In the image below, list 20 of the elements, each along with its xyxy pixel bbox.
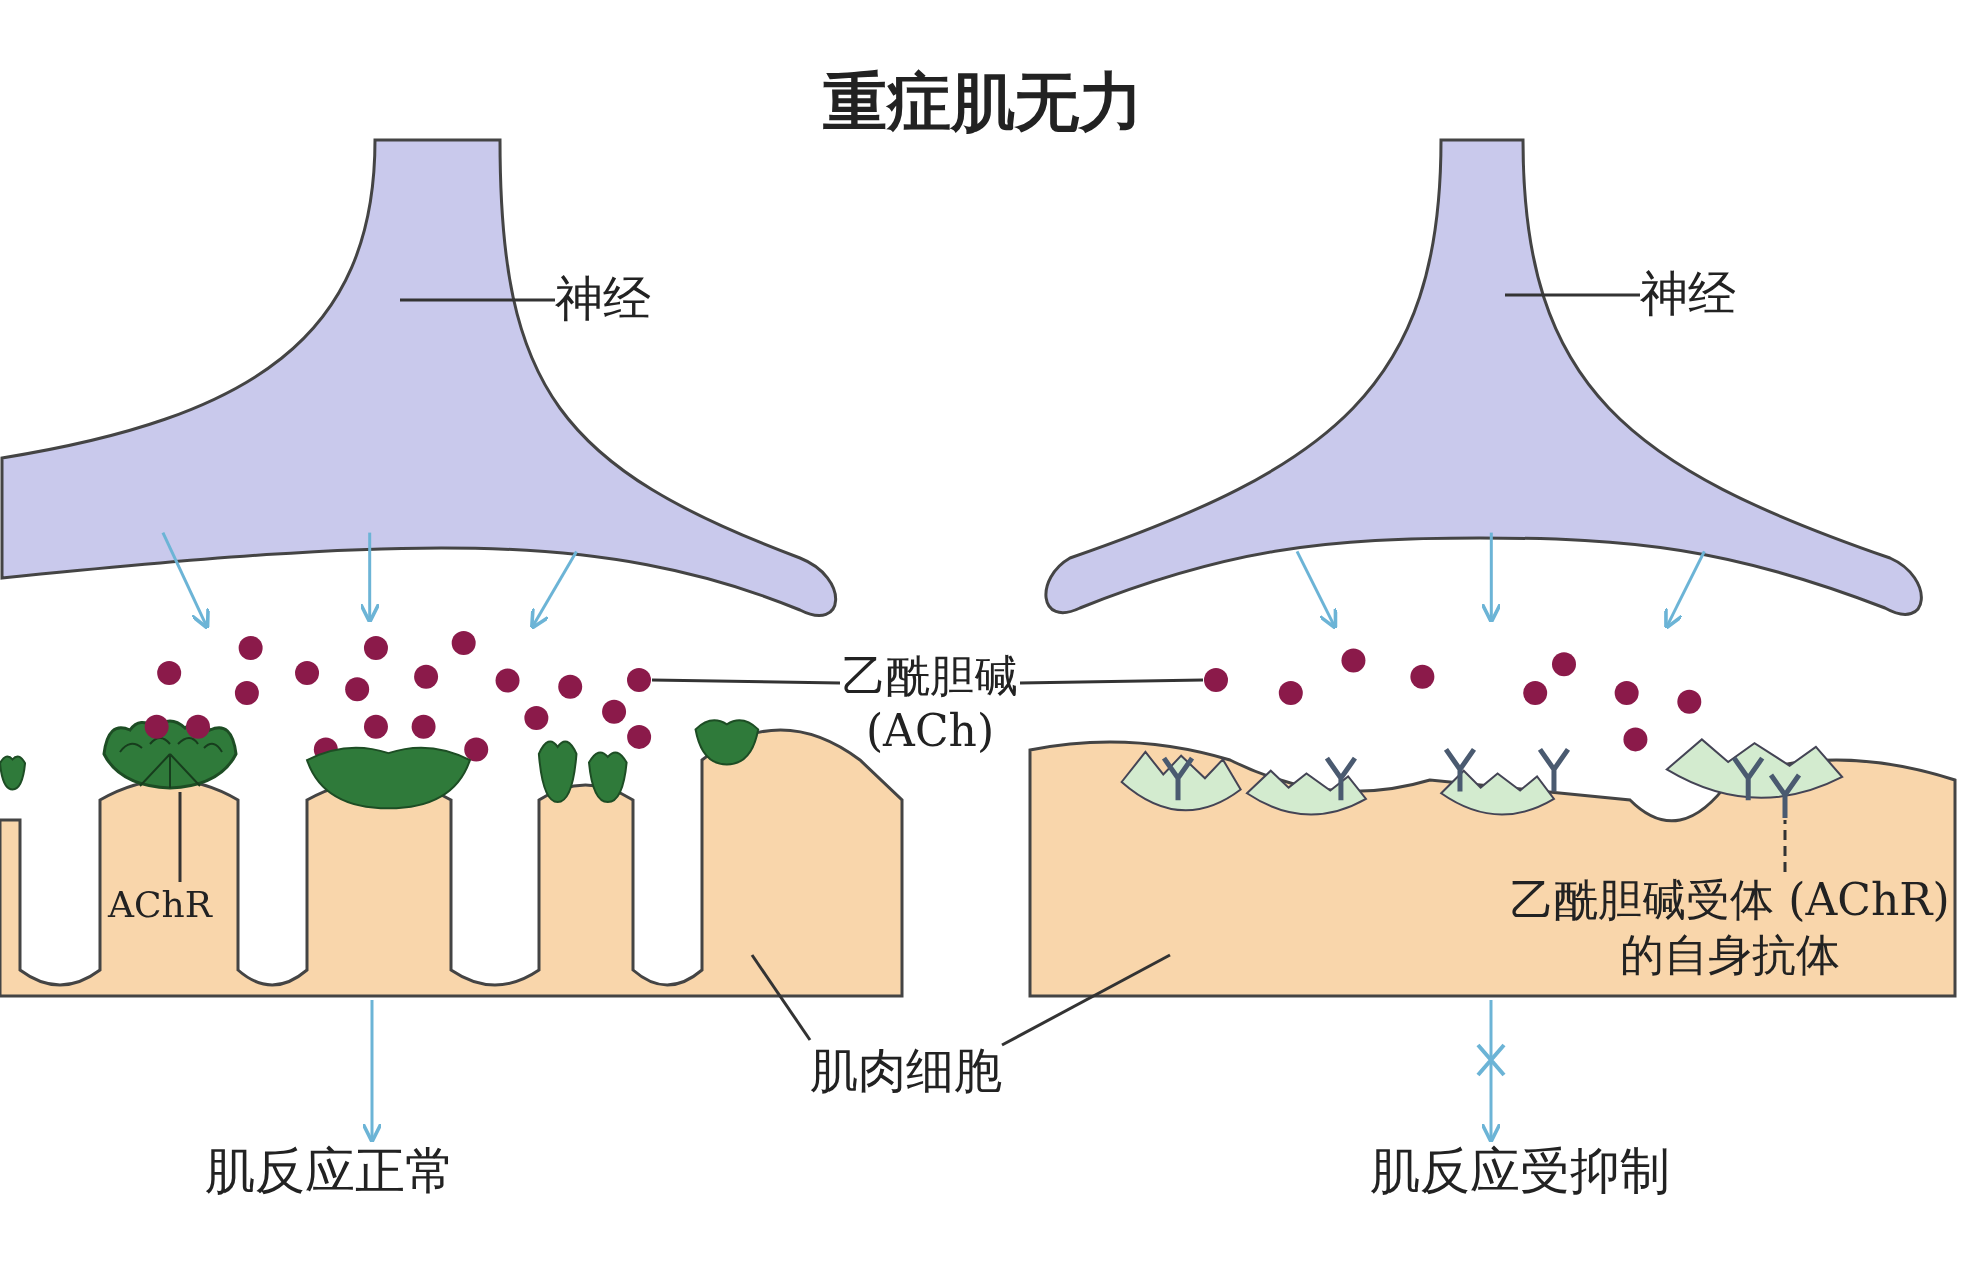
- leader-line: [651, 678, 841, 685]
- leader-line: [178, 792, 182, 882]
- leader-line: [750, 954, 812, 1041]
- response-label: 肌反应正常: [205, 1140, 455, 1203]
- leader-line: [1783, 820, 1787, 872]
- title: 重症肌无力: [821, 63, 1144, 141]
- receptor-label: AChR: [108, 882, 212, 927]
- nerve-label: 神经: [1640, 263, 1736, 323]
- acetylcholine-label: 乙酰胆碱 (ACh): [830, 648, 1030, 758]
- acetylcholine-dot: [626, 667, 652, 693]
- leader-line: [400, 298, 555, 302]
- acetylcholine-dot: [1203, 667, 1229, 693]
- leader-line: [1505, 293, 1640, 297]
- muscle-cell-label: 肌肉细胞: [810, 1040, 1002, 1100]
- arrow: [361, 1000, 383, 1144]
- leader-line: [1019, 678, 1204, 685]
- nerve-label: 神经: [555, 268, 651, 328]
- arrow: [1480, 1000, 1502, 1144]
- response-label: 肌反应受抑制: [1370, 1140, 1670, 1203]
- leader-line: [1001, 953, 1171, 1047]
